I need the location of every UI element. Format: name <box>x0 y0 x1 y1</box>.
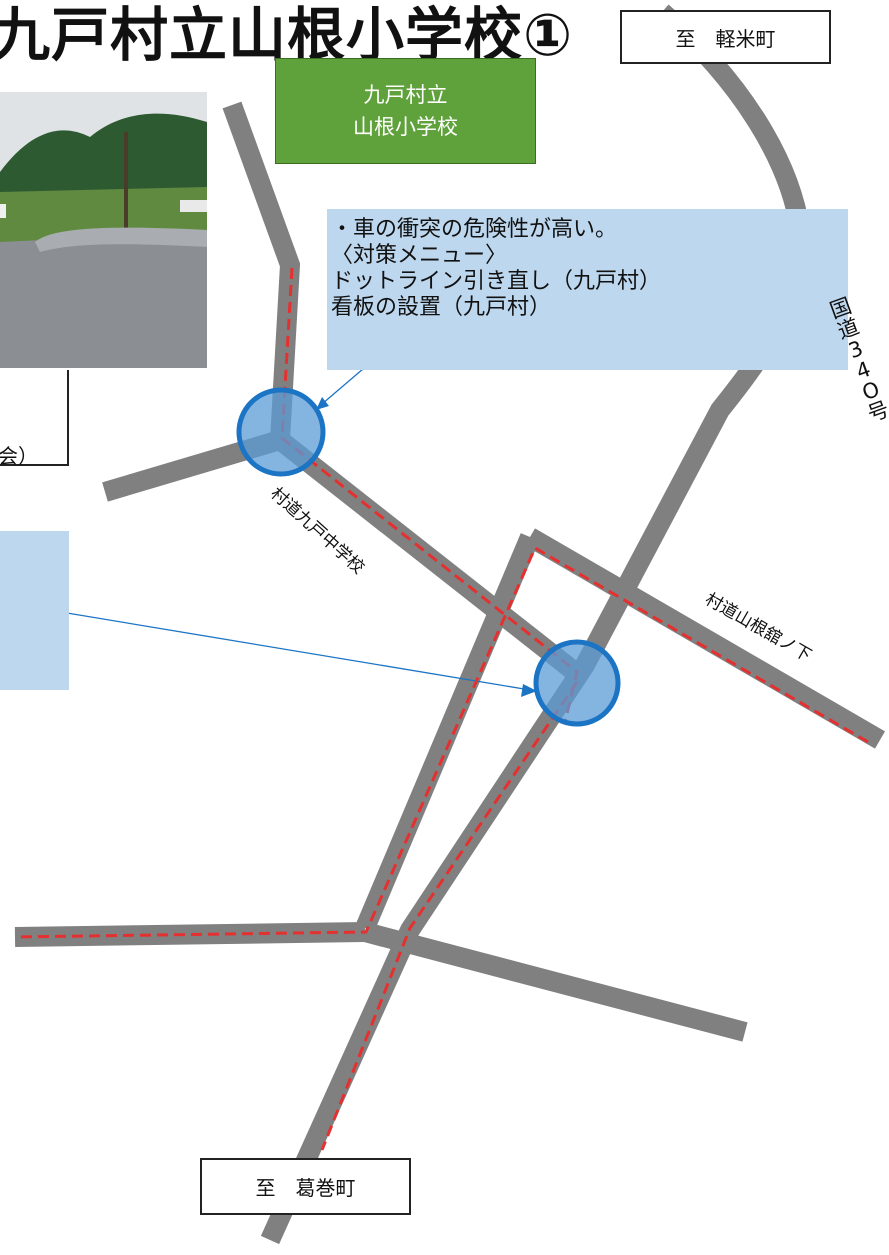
callout-line-left <box>54 610 531 691</box>
destination-north-box: 至 軽米町 <box>620 10 831 64</box>
school-route-yamane-tate <box>14 545 869 939</box>
road-kunohe-middle <box>273 432 582 680</box>
countermeasure-info-box: ・車の衝突の危険性が高い。 〈対策メニュー〉 ドットライン引き直し（九戸村） 看… <box>327 209 848 370</box>
school-route-south <box>320 681 579 1151</box>
page-title: 九戸村立山根小学校① <box>0 1 574 69</box>
road-route-340 <box>260 4 811 1245</box>
road-local-diagonal <box>355 533 540 932</box>
destination-north-label: 至 軽米町 <box>675 26 776 51</box>
info-line-measure-1: ドットライン引き直し（九戸村） <box>331 269 662 294</box>
info-line-measure-2: 看板の設置（九戸村） <box>331 295 552 320</box>
photo-caption-fragment: 会） <box>0 444 38 468</box>
road-yamane-tate <box>524 528 886 749</box>
callout-arrowhead-left <box>521 684 537 697</box>
danger-spot-circle-south[interactable] <box>533 639 621 727</box>
road-bottom-east <box>362 922 748 1042</box>
photo-caption-frame <box>0 370 69 466</box>
danger-spot-circle-north[interactable] <box>236 387 326 477</box>
destination-south-label: 至 葛巻町 <box>255 1176 356 1200</box>
intersection-photo <box>0 92 207 368</box>
school-label-line2: 山根小学校 <box>353 115 458 139</box>
road-north-west <box>222 101 301 441</box>
school-label-box: 九戸村立 山根小学校 <box>275 58 536 164</box>
destination-south-box: 至 葛巻町 <box>200 1158 411 1215</box>
info-line-risk: ・車の衝突の危険性が高い。 <box>331 217 618 242</box>
callout-arrowhead-top <box>316 397 329 410</box>
info-line-menu-heading: 〈対策メニュー〉 <box>331 243 508 268</box>
school-label-line1: 九戸村立 <box>363 83 448 107</box>
left-info-box <box>0 531 69 690</box>
school-route-north <box>280 267 579 723</box>
